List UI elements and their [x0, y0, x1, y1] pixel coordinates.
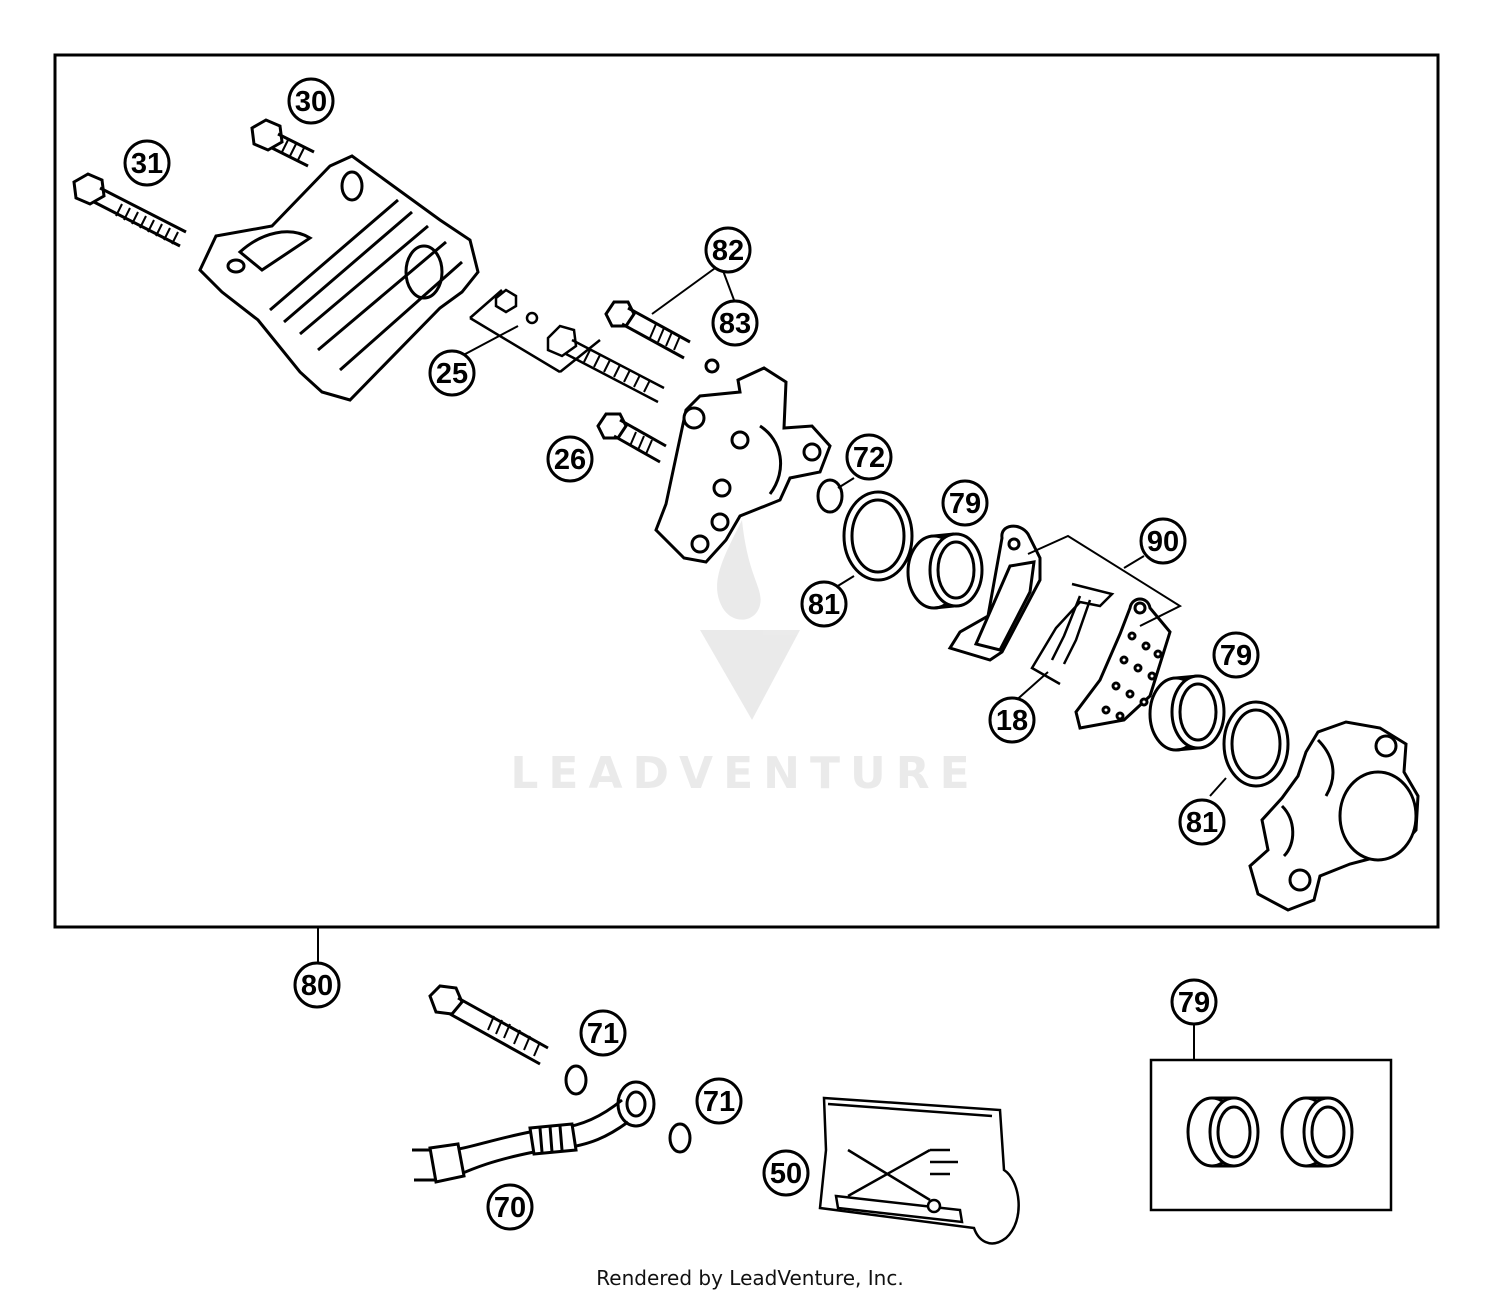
piston-79b-icon — [1148, 674, 1226, 752]
callout-79-upper: 79 — [941, 479, 989, 527]
seal-81b-icon — [1222, 700, 1290, 788]
callout-71-lower: 71 — [695, 1077, 743, 1125]
svg-text:79: 79 — [1178, 987, 1210, 1019]
callout-81-upper: 81 — [800, 580, 848, 628]
svg-text:90: 90 — [1147, 526, 1179, 558]
caliper-bracket-icon — [198, 154, 480, 402]
callout-80: 80 — [293, 961, 341, 1009]
callout-18: 18 — [988, 696, 1036, 744]
callout-25: 25 — [428, 349, 476, 397]
watermark: LEADVENTURE — [510, 520, 979, 799]
grease-packet-icon — [818, 1096, 1020, 1245]
pad-kit-90-bracket — [1027, 534, 1183, 627]
svg-text:70: 70 — [494, 1192, 526, 1224]
brake-hose-icon — [412, 1080, 656, 1184]
callout-71-upper: 71 — [579, 1009, 627, 1057]
callout-79-lower: 79 — [1212, 631, 1260, 679]
svg-text:81: 81 — [1186, 807, 1218, 839]
watermark-text: LEADVENTURE — [510, 748, 979, 799]
callout-31: 31 — [123, 139, 171, 187]
slide-pin-25-icon — [469, 288, 665, 404]
assembly-frame — [53, 53, 1440, 929]
brake-pad-rear-icon — [1074, 597, 1172, 730]
svg-text:31: 31 — [131, 148, 163, 180]
bolt-30-icon — [250, 118, 315, 168]
callout-81-lower: 81 — [1178, 798, 1226, 846]
brake-pad-front-icon — [947, 524, 1042, 662]
footer-credit: Rendered by LeadVenture, Inc. — [596, 1266, 904, 1290]
caliper-housing-icon — [1248, 720, 1420, 912]
washer-71a-icon — [564, 1064, 588, 1096]
callout-50: 50 — [762, 1149, 810, 1197]
svg-text:25: 25 — [436, 358, 468, 390]
ring-72-icon — [816, 478, 844, 514]
piston-set-right-icon — [1280, 1096, 1354, 1168]
piston-set-left-icon — [1186, 1096, 1260, 1168]
svg-text:80: 80 — [301, 970, 333, 1002]
svg-text:82: 82 — [712, 235, 744, 267]
svg-text:30: 30 — [295, 86, 327, 118]
svg-text:71: 71 — [703, 1086, 735, 1118]
caliper-carrier-icon — [654, 366, 832, 564]
callout-82: 82 — [704, 226, 752, 274]
svg-text:50: 50 — [770, 1158, 802, 1190]
callout-83: 83 — [711, 299, 759, 347]
svg-text:71: 71 — [587, 1018, 619, 1050]
svg-text:72: 72 — [853, 442, 885, 474]
callout-26: 26 — [546, 435, 594, 483]
svg-text:18: 18 — [996, 705, 1028, 737]
seal-81a-icon — [842, 490, 914, 582]
callout-70: 70 — [486, 1183, 534, 1231]
callout-72: 72 — [845, 433, 893, 481]
bolt-31-icon — [72, 172, 187, 248]
banjo-bolt-icon — [428, 984, 549, 1066]
piston-set-box — [1149, 1058, 1393, 1212]
bolt-82-icon — [604, 300, 720, 374]
callout-79-set: 79 — [1170, 978, 1218, 1026]
callout-90: 90 — [1139, 517, 1187, 565]
svg-text:79: 79 — [949, 488, 981, 520]
svg-text:26: 26 — [554, 444, 586, 476]
svg-text:83: 83 — [719, 308, 751, 340]
pad-spring-18-icon — [1030, 582, 1115, 686]
piston-79a-icon — [906, 532, 984, 610]
callout-30: 30 — [287, 77, 335, 125]
bolt-26-icon — [596, 412, 667, 464]
washer-71b-icon — [668, 1122, 692, 1154]
svg-text:81: 81 — [808, 589, 840, 621]
svg-text:79: 79 — [1220, 640, 1252, 672]
